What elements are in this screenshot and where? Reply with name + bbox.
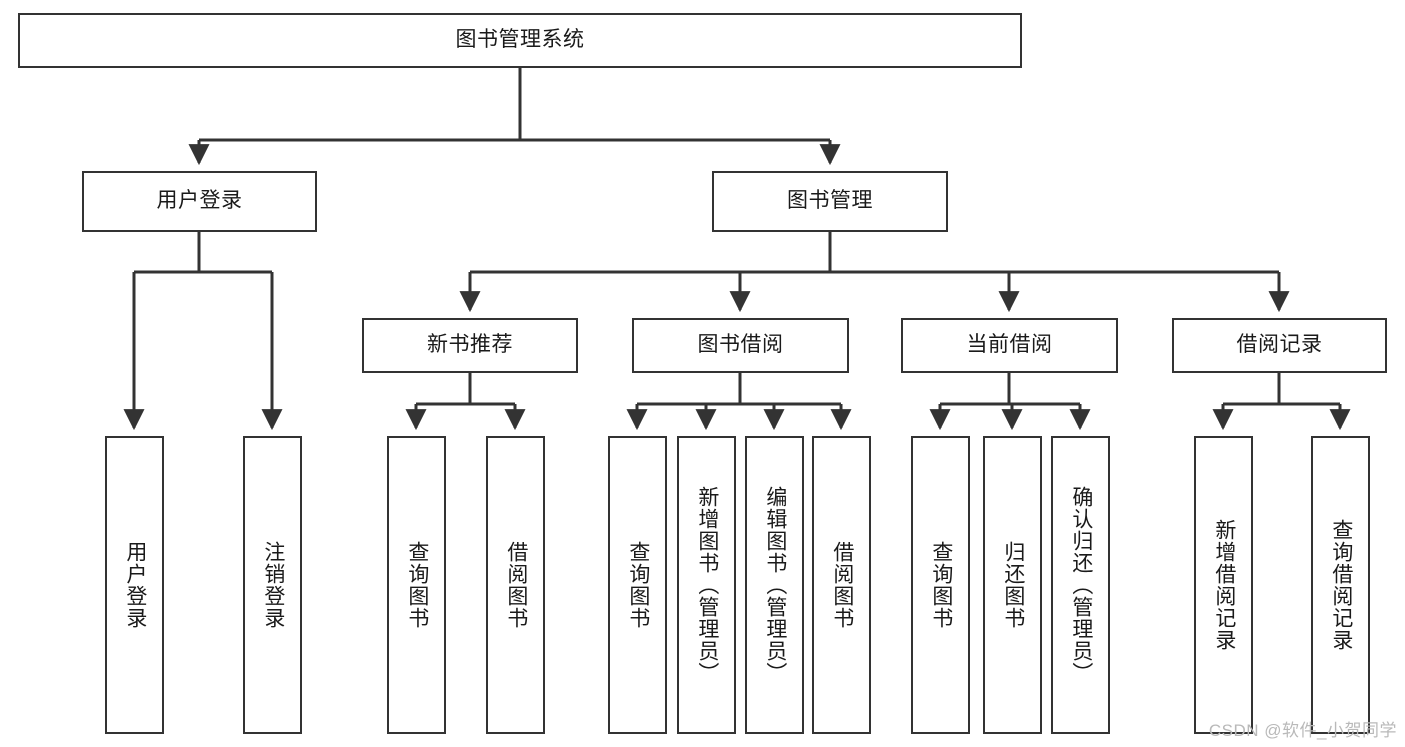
node-current-borrow-label: 当前借阅 — [966, 333, 1053, 357]
node-new-book-rec[interactable]: 新书推荐 — [362, 318, 578, 373]
node-current-borrow[interactable]: 当前借阅 — [901, 318, 1118, 373]
node-leaf-borrow-book-2[interactable]: 借阅图书 — [812, 436, 871, 734]
node-leaf-borrow-book-1[interactable]: 借阅图书 — [486, 436, 545, 734]
node-leaf-add-record[interactable]: 新增借阅记录 — [1194, 436, 1253, 734]
node-leaf-borrow-book-1-label: 借阅图书 — [504, 541, 528, 629]
node-leaf-query-book-3-label: 查询图书 — [929, 541, 953, 629]
node-leaf-query-book-3[interactable]: 查询图书 — [911, 436, 970, 734]
node-borrow-record-label: 借阅记录 — [1236, 333, 1323, 357]
node-leaf-user-login-label: 用户登录 — [123, 541, 147, 629]
node-leaf-add-book[interactable]: 新增图书（管理员） — [677, 436, 736, 734]
node-leaf-add-record-label: 新增借阅记录 — [1212, 519, 1236, 651]
node-book-manage-label: 图书管理 — [787, 189, 873, 213]
node-leaf-confirm-return[interactable]: 确认归还（管理员） — [1051, 436, 1110, 734]
node-borrow-record[interactable]: 借阅记录 — [1172, 318, 1387, 373]
node-leaf-logout-label: 注销登录 — [261, 541, 285, 629]
node-leaf-edit-book[interactable]: 编辑图书（管理员） — [745, 436, 804, 734]
node-user-login-label: 用户登录 — [156, 189, 243, 213]
node-leaf-return-book-label: 归还图书 — [1001, 541, 1025, 629]
node-leaf-edit-book-label: 编辑图书（管理员） — [763, 486, 787, 684]
node-leaf-query-book-2-label: 查询图书 — [626, 541, 650, 629]
node-leaf-confirm-return-label: 确认归还（管理员） — [1069, 486, 1093, 684]
node-root-label: 图书管理系统 — [455, 28, 585, 52]
node-book-borrow-label: 图书借阅 — [697, 333, 784, 357]
node-leaf-query-record-label: 查询借阅记录 — [1329, 519, 1353, 651]
watermark-text: CSDN @软件_小贺同学 — [1208, 721, 1397, 740]
node-user-login[interactable]: 用户登录 — [82, 171, 317, 232]
node-new-book-rec-label: 新书推荐 — [427, 333, 513, 357]
node-leaf-query-book-1[interactable]: 查询图书 — [387, 436, 446, 734]
node-leaf-return-book[interactable]: 归还图书 — [983, 436, 1042, 734]
node-leaf-query-book-1-label: 查询图书 — [405, 541, 429, 629]
node-leaf-user-login[interactable]: 用户登录 — [105, 436, 164, 734]
node-book-manage[interactable]: 图书管理 — [712, 171, 948, 232]
node-leaf-query-record[interactable]: 查询借阅记录 — [1311, 436, 1370, 734]
node-book-borrow[interactable]: 图书借阅 — [632, 318, 849, 373]
node-leaf-borrow-book-2-label: 借阅图书 — [830, 541, 854, 629]
node-leaf-logout[interactable]: 注销登录 — [243, 436, 302, 734]
node-leaf-query-book-2[interactable]: 查询图书 — [608, 436, 667, 734]
node-leaf-add-book-label: 新增图书（管理员） — [695, 486, 719, 684]
node-root[interactable]: 图书管理系统 — [18, 13, 1022, 68]
